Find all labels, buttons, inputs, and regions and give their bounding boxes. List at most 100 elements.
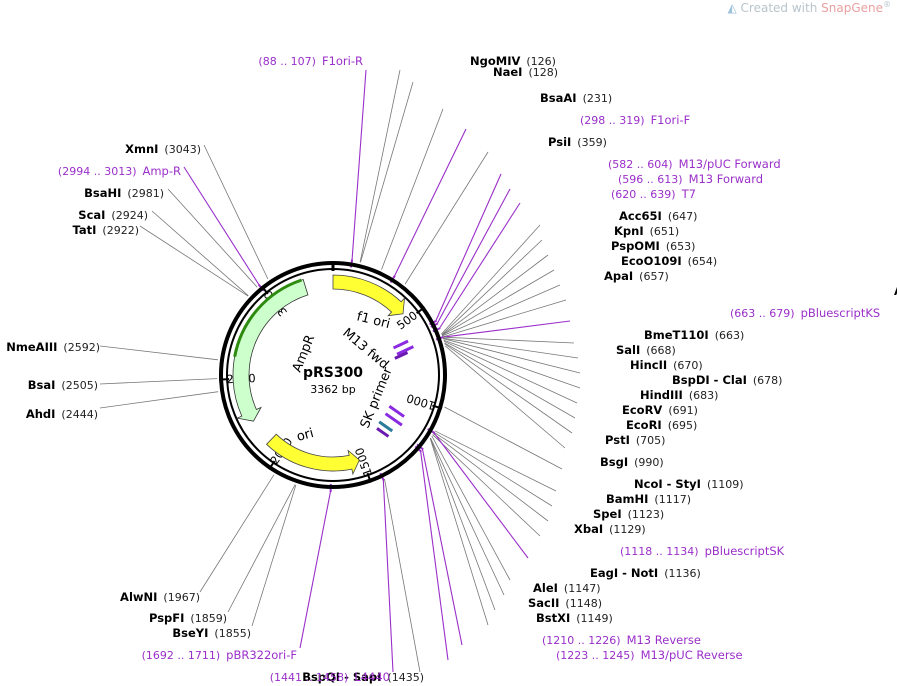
restriction-site-label[interactable]: NgoMIV(126)	[470, 54, 556, 68]
restriction-site-label[interactable]: PspFI(1859)	[149, 611, 227, 625]
plasmid-size: 3362 bp	[310, 383, 355, 396]
restriction-site-label[interactable]: SalI(668)	[616, 343, 676, 357]
primer-label[interactable]: (2994 .. 3013)Amp-R	[58, 164, 181, 178]
watermark: ◭ Created with SnapGene®	[727, 0, 891, 15]
ori-label: ori	[295, 426, 315, 445]
site-leader-line	[351, 69, 367, 261]
f1-ori-feature-arrow[interactable]	[332, 274, 406, 317]
site-leader-line	[227, 484, 296, 613]
site-leader-line	[444, 406, 563, 470]
restriction-site-label[interactable]: XbaI(1129)	[574, 522, 646, 536]
ruler-tick-label: 1000	[405, 391, 437, 413]
site-leader-line	[442, 284, 561, 337]
site-leader-line	[441, 254, 549, 336]
restriction-site-label[interactable]: NcoI - StyI(1109)	[634, 477, 744, 491]
restriction-site-label[interactable]: BseYI(1855)	[172, 626, 251, 640]
site-leader-line	[443, 338, 581, 374]
restriction-site-label[interactable]: BspQI - SapI(1435)	[302, 670, 424, 684]
restriction-site-label[interactable]: EagI - NotI(1136)	[590, 566, 701, 580]
site-leader-line	[99, 345, 219, 361]
site-leader-line	[445, 345, 566, 449]
site-leader-line	[393, 128, 467, 277]
ori-feature-arrow[interactable]	[265, 433, 360, 476]
restriction-site-label[interactable]: EcoRI(695)	[626, 418, 697, 432]
watermark-mark: ®	[883, 0, 891, 9]
site-leader-line	[99, 391, 219, 409]
restriction-site-label[interactable]: BstXI(1149)	[536, 611, 613, 625]
primer-label[interactable]: (298 .. 319)F1ori-F	[580, 113, 690, 127]
restriction-site-label[interactable]: XmnI(3043)	[125, 142, 201, 156]
m13-fwd-primer-glyph	[392, 339, 415, 360]
primer-label[interactable]: (1118 .. 1134)pBluescriptSK	[620, 544, 785, 558]
site-leader-line	[444, 343, 573, 434]
primer-label[interactable]: (1223 .. 1245)M13/pUC Reverse	[556, 648, 743, 662]
primer-label[interactable]: (1692 .. 1711)pBR322ori-F	[142, 648, 297, 662]
site-leader-line	[203, 144, 269, 280]
ampr-highlight-arc	[233, 278, 302, 357]
site-leader-line	[251, 484, 297, 627]
restriction-site-label[interactable]: AbsI - AvaI - BsoBI - PaeR7I - PspXI - X…	[894, 284, 897, 298]
restriction-site-label[interactable]: BamHI(1117)	[606, 492, 691, 506]
site-leader-line	[404, 151, 489, 285]
site-leader-line	[183, 166, 260, 286]
site-leader-line	[384, 478, 421, 673]
restriction-site-label[interactable]: NmeAIII(2592)	[6, 340, 100, 354]
site-leader-line	[430, 437, 496, 611]
primer-label[interactable]: (1210 .. 1226)M13 Reverse	[542, 633, 701, 647]
restriction-site-label[interactable]: BmeT110I(663)	[644, 328, 744, 342]
primer-label[interactable]: (582 .. 604)M13/pUC Forward	[608, 157, 781, 171]
site-leader-line	[442, 337, 579, 359]
primer-label[interactable]: (1441 .. 1458)L4440	[270, 670, 390, 684]
restriction-site-label[interactable]: PstI(705)	[605, 433, 665, 447]
restriction-site-label[interactable]: AlwNI(1967)	[120, 590, 200, 604]
restriction-site-label[interactable]: BsaAI(231)	[540, 91, 612, 105]
site-leader-line	[199, 474, 275, 593]
watermark-prefix: Created with	[740, 1, 822, 15]
site-leader-line	[420, 450, 449, 661]
site-leader-line	[433, 431, 553, 507]
primer-label[interactable]: (663 .. 679)pBluescriptKS	[730, 306, 880, 320]
restriction-site-label[interactable]: PspOMI(653)	[611, 239, 695, 253]
site-leader-line	[442, 299, 567, 338]
site-leader-line	[443, 340, 578, 404]
restriction-site-label[interactable]: Acc65I(647)	[619, 209, 697, 223]
site-leader-line	[438, 202, 521, 329]
site-leader-line	[441, 239, 543, 336]
restriction-site-label[interactable]: EcoO109I(654)	[621, 254, 717, 268]
site-leader-line	[151, 210, 249, 297]
restriction-site-label[interactable]: SpeI(1123)	[593, 507, 664, 521]
snapgene-logo-icon: ◭	[727, 1, 737, 15]
restriction-site-label[interactable]: BsaI(2505)	[28, 378, 98, 392]
restriction-site-label[interactable]: BspDI - ClaI(678)	[672, 373, 782, 387]
restriction-site-label[interactable]: KpnI(651)	[614, 224, 679, 238]
restriction-site-label[interactable]: BsgI(990)	[600, 455, 664, 469]
site-leader-line	[381, 108, 444, 270]
site-leader-line	[441, 269, 555, 336]
restriction-site-label[interactable]: SacII(1148)	[528, 596, 602, 610]
restriction-site-label[interactable]: EcoRV(691)	[622, 403, 698, 417]
site-leader-line	[299, 490, 332, 649]
restriction-site-label[interactable]: NaeI(128)	[493, 65, 558, 79]
backbone-inner	[226, 268, 440, 482]
primer-label[interactable]: (88 .. 107)F1ori-R	[258, 54, 363, 68]
site-leader-line	[435, 173, 502, 322]
restriction-site-label[interactable]: ScaI(2924)	[78, 208, 148, 222]
primer-label[interactable]: (596 .. 613)M13 Forward	[618, 172, 763, 186]
restriction-site-label[interactable]: AhdI(2444)	[26, 407, 98, 421]
restriction-site-label[interactable]: AleI(1147)	[533, 581, 601, 595]
site-leader-line	[444, 342, 576, 419]
restriction-site-label[interactable]: PsiI(359)	[548, 135, 607, 149]
restriction-site-label[interactable]: BsaHI(2981)	[84, 186, 164, 200]
site-leader-line	[167, 188, 258, 288]
site-leader-line	[436, 188, 511, 325]
f1-ori-label: f1 ori	[355, 309, 392, 332]
primer-label[interactable]: (620 .. 639)T7	[611, 187, 696, 201]
restriction-site-label[interactable]: HincII(670)	[630, 358, 703, 372]
site-leader-line	[382, 479, 394, 673]
restriction-site-label[interactable]: ApaI(657)	[604, 269, 669, 283]
site-leader-line	[360, 81, 414, 263]
site-leader-line	[99, 378, 218, 385]
restriction-site-label[interactable]: TatI(2922)	[73, 223, 139, 237]
restriction-site-label[interactable]: HindIII(683)	[640, 388, 718, 402]
